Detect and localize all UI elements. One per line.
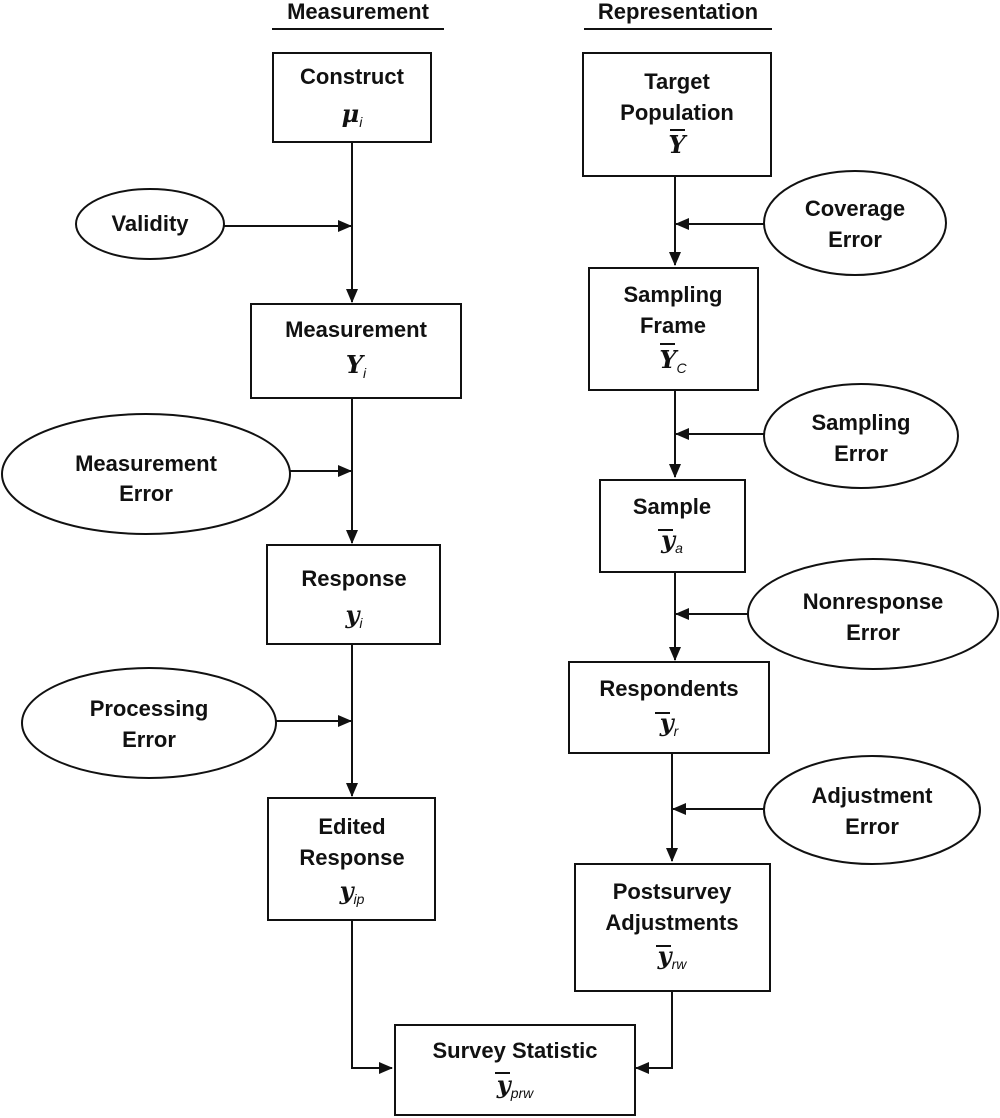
node-target-population-line1: Target (644, 69, 710, 94)
node-respondents-label: Respondents (599, 676, 738, 701)
node-measurement-label: Measurement (285, 317, 428, 342)
node-adjustment-error: Adjustment Error (763, 755, 981, 865)
node-sampling-error: Sampling Error (763, 383, 959, 489)
header-representation-label: Representation (598, 0, 758, 24)
node-construct-label: Construct (300, 64, 405, 89)
node-processing-error-line2: Error (122, 727, 176, 752)
node-construct: Construct μi (272, 52, 432, 143)
node-target-population-line2: Population (620, 100, 734, 125)
node-coverage-error-line2: Error (828, 227, 882, 252)
node-adjustment-error-line2: Error (845, 814, 899, 839)
node-respondents: Respondents yr (568, 661, 770, 754)
node-sampling-frame-symbol: YC (659, 345, 687, 376)
node-edited-response: Edited Response yip (267, 797, 436, 921)
node-postsurvey-adjustments-line2: Adjustments (605, 910, 738, 935)
node-measurement-symbol: Yi (346, 350, 367, 381)
node-edited-response-symbol: yip (339, 876, 365, 907)
header-measurement-label: Measurement (287, 0, 430, 24)
node-respondents-symbol: yr (659, 708, 680, 739)
node-measurement-error-line2: Error (119, 481, 173, 506)
node-edited-response-line1: Edited (318, 814, 385, 839)
node-sampling-frame-line2: Frame (640, 313, 706, 338)
node-target-population-symbol: Y (668, 130, 688, 159)
edge-adjustments-to-survey-statistic (635, 991, 673, 1074)
node-processing-error: Processing Error (21, 667, 277, 779)
node-coverage-error: Coverage Error (763, 170, 947, 276)
node-edited-response-line2: Response (299, 845, 404, 870)
node-processing-error-line1: Processing (90, 696, 209, 721)
node-sampling-error-line1: Sampling (811, 410, 910, 435)
header-representation: Representation (584, 0, 772, 30)
node-construct-symbol: μi (342, 99, 364, 130)
node-survey-statistic: Survey Statistic yprw (394, 1024, 636, 1116)
node-nonresponse-error-line2: Error (846, 620, 900, 645)
node-postsurvey-adjustments: Postsurvey Adjustments yrw (574, 863, 771, 992)
node-survey-statistic-label: Survey Statistic (432, 1038, 597, 1063)
edge-edited-response-to-survey-statistic (351, 920, 393, 1074)
node-survey-statistic-symbol: yprw (496, 1070, 534, 1101)
node-nonresponse-error: Nonresponse Error (747, 558, 999, 670)
node-measurement-error-line1: Measurement (75, 451, 218, 476)
node-sample-symbol: ya (660, 525, 683, 556)
node-response-symbol: yi (344, 600, 363, 631)
node-measurement-error: Measurement Error (1, 413, 291, 535)
node-response-label: Response (301, 566, 406, 591)
node-sampling-frame: Sampling Frame YC (588, 267, 759, 391)
node-sampling-error-line2: Error (834, 441, 888, 466)
node-measurement: Measurement Yi (250, 303, 462, 399)
header-measurement: Measurement (272, 0, 444, 30)
node-validity-label: Validity (111, 211, 189, 236)
node-adjustment-error-line1: Adjustment (812, 783, 934, 808)
node-sampling-frame-line1: Sampling (623, 282, 722, 307)
node-sample: Sample ya (599, 479, 746, 573)
node-postsurvey-adjustments-line1: Postsurvey (613, 879, 732, 904)
node-validity: Validity (75, 188, 225, 260)
node-target-population: Target Population Y (582, 52, 772, 177)
node-postsurvey-adjustments-symbol: yrw (657, 941, 688, 972)
node-sample-label: Sample (633, 494, 711, 519)
node-response: Response yi (266, 544, 441, 645)
node-coverage-error-line1: Coverage (805, 196, 905, 221)
node-nonresponse-error-line1: Nonresponse (803, 589, 944, 614)
